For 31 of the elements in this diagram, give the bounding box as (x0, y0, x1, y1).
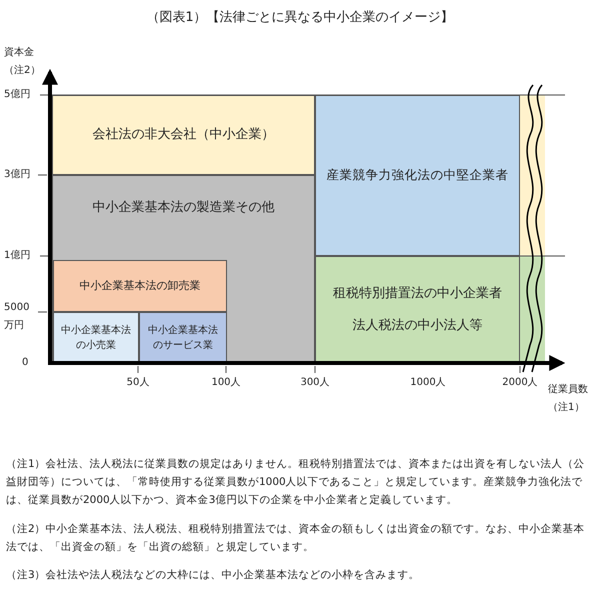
footnote: （注1）会社法、法人税法に従業員数の規定はありません。租税特別措置法では、資本または出資を有しない法人（公益財団等）については、「常時使用する従業員数が1000人以下であること」と規定しています。産業競争力強化法では、従業員数が2000人以下かつ、資本金3億円以下の企業を中小企業者と定義しています。 (6, 457, 586, 508)
region-box (52, 175, 315, 363)
region-label: 法人税法の中小法人等 (352, 316, 482, 334)
tick-label: 50人 (126, 377, 150, 389)
axis-title: 従業員数（注1） (548, 382, 589, 415)
tick-label: 0 (22, 357, 28, 369)
chart-title: （図表1）【法律ごとに異なる中小企業のイメージ】 (145, 9, 455, 26)
region-box (53, 312, 139, 363)
footnote: （注2）中小企業基本法、法人税法、租税特別措置法では、資本金の額もしくは出資金の額です。なお、中小企業基本法では、「出資金の額」を「出資の総額」と規定しています。 (6, 522, 586, 555)
region-label: 中小企業基本法の卸売業 (80, 278, 200, 294)
region-box (139, 312, 227, 363)
tick-label: 5000万円 (4, 301, 30, 333)
region-box (315, 256, 520, 363)
tick-label: 5億円 (4, 89, 30, 101)
region-label: 中小企業基本法のサービス業 (147, 324, 219, 352)
footnote: （注3）会社法や法人税法などの大枠には、中小企業基本法などの小枠を含みます。 (6, 568, 421, 583)
tick-label: 1000人 (410, 377, 446, 389)
region-box (315, 95, 520, 256)
region-label: 中小企業基本法の製造業その他 (92, 199, 274, 217)
tick-label: 100人 (211, 377, 241, 389)
tick-label: 2000人 (502, 377, 538, 389)
region-label: 中小企業基本法の小売業 (60, 324, 132, 352)
region-label: 産業競争力強化法の中堅企業者 (326, 166, 508, 184)
region-box (53, 260, 227, 312)
tick-label: 3億円 (4, 169, 30, 181)
axis-title: 資本金（注2） (4, 46, 42, 78)
region-label: 会社法の非大会社（中小企業） (92, 126, 274, 144)
tick-label: 1億円 (4, 250, 30, 262)
tick-label: 300人 (300, 377, 330, 389)
region-label: 租税特別措置法の中小企業者 (333, 285, 502, 303)
region-box (52, 95, 315, 175)
